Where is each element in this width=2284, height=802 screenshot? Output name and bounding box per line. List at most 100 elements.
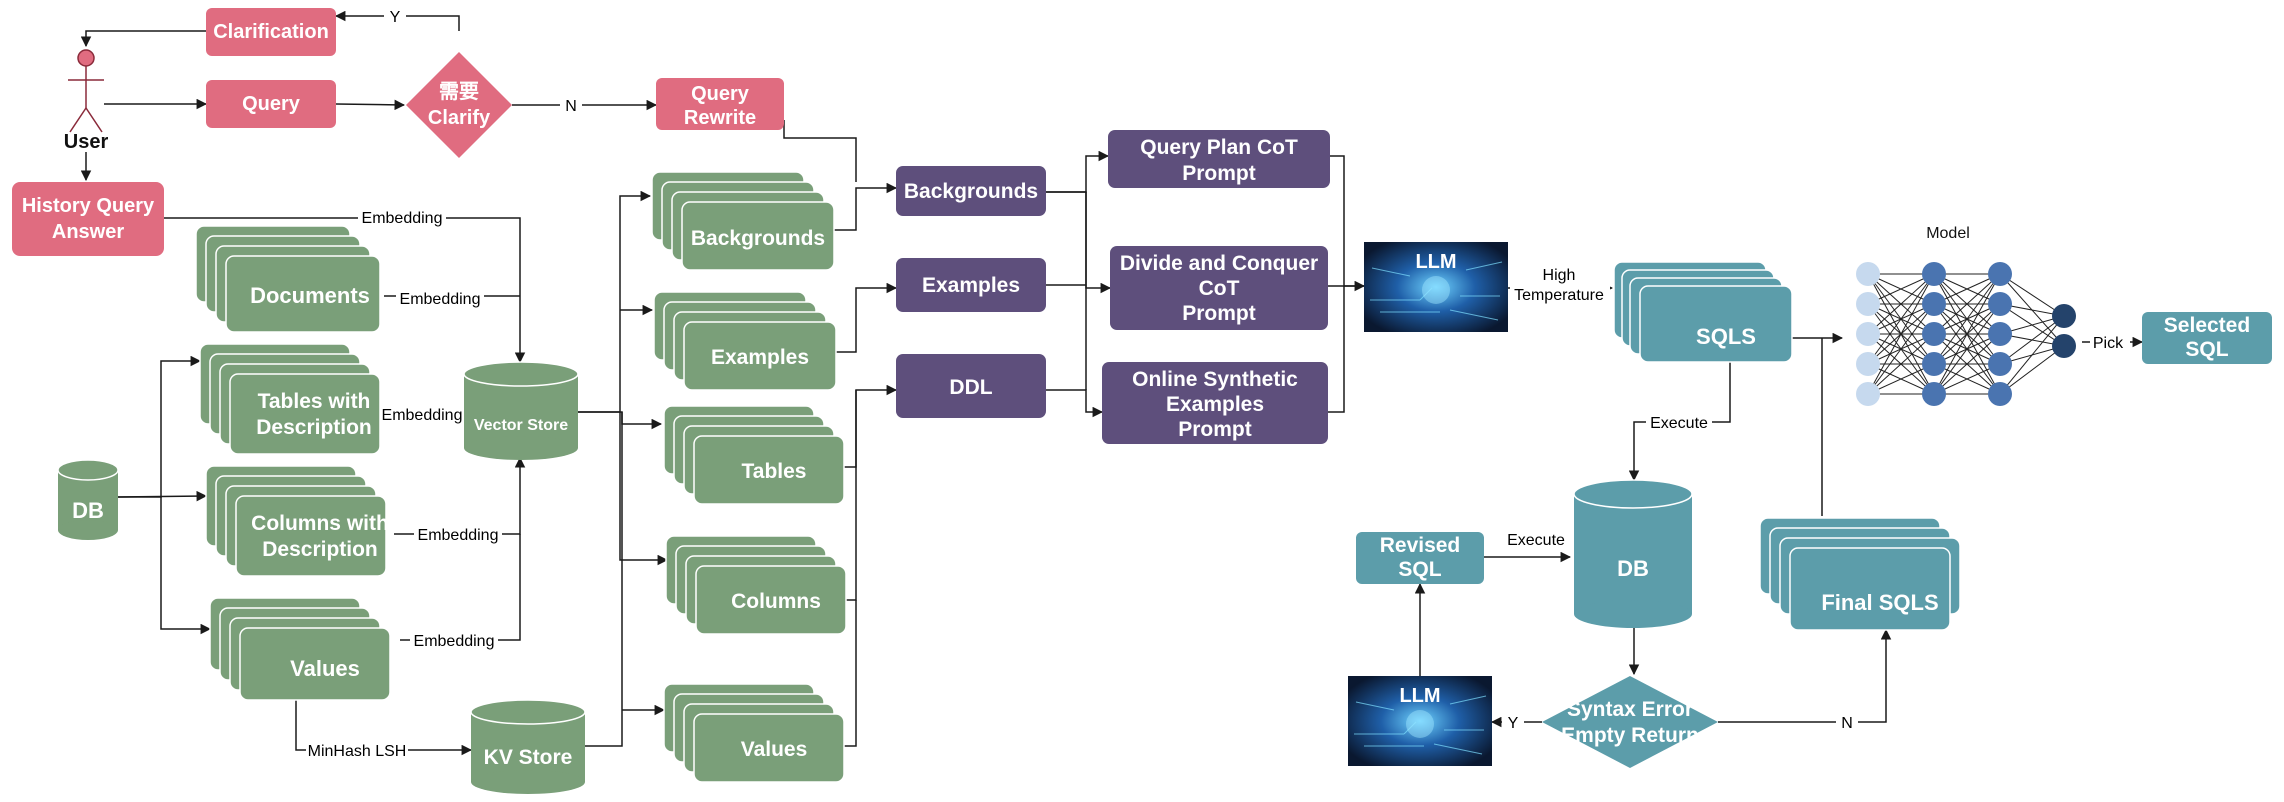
kv-store-cylinder: KV Store	[470, 699, 586, 794]
llm-chip-main: LLM	[1364, 242, 1508, 332]
pink-query-rewrite: Query Rewrite	[656, 78, 784, 130]
edge-bg-to-divide	[1046, 191, 1112, 294]
edge-db-to-columns	[117, 490, 208, 502]
nn-connection	[1867, 363, 1935, 395]
nn-neuron	[1988, 262, 2012, 286]
nn-neuron	[1922, 352, 1946, 376]
svg-text:Query Plan CoT: Query Plan CoT	[1140, 136, 1298, 159]
svg-text:Answer: Answer	[52, 221, 124, 243]
nn-connection	[1867, 273, 1935, 365]
svg-text:Backgrounds: Backgrounds	[691, 227, 825, 250]
label-clarify-no: N	[565, 98, 577, 115]
label-minhash: MinHash LSH	[308, 743, 407, 760]
edge-kv-up	[585, 412, 623, 747]
nn-connection	[1933, 273, 2001, 365]
pink-query: Query	[206, 80, 336, 128]
svg-text:KV Store: KV Store	[484, 746, 573, 769]
nn-connection	[1933, 333, 2001, 395]
edge-vs-to-backgrounds	[578, 190, 652, 413]
edge-clarification-to-user	[80, 30, 206, 48]
nn-connection	[1933, 273, 2001, 335]
edge-values-to-ddl	[844, 600, 857, 747]
label-revised-execute: Execute	[1507, 532, 1565, 549]
nn-connection	[1933, 273, 2001, 305]
prompt-query-plan: Query Plan CoT Prompt	[1108, 130, 1330, 188]
edge-columns-embedding	[394, 456, 526, 535]
nn-connection	[1867, 333, 1935, 395]
svg-text:LLM: LLM	[1415, 251, 1456, 273]
context-ddl: DDL	[896, 354, 1046, 418]
nn-connection	[1999, 345, 2065, 395]
svg-text:CoT: CoT	[1199, 277, 1240, 300]
nn-connection	[1867, 273, 1935, 395]
svg-text:Online Synthetic: Online Synthetic	[1132, 368, 1298, 391]
svg-text:Divide and Conquer: Divide and Conquer	[1120, 252, 1318, 275]
nn-connection	[1867, 303, 1935, 395]
nn-neuron	[1856, 352, 1880, 376]
edge-db-to-tables	[118, 355, 202, 498]
svg-text:Final SQLS: Final SQLS	[1821, 590, 1938, 615]
retrieved-columns: Columns	[665, 535, 847, 635]
retrieved-tables: Tables	[663, 405, 845, 505]
user-label: User	[64, 131, 109, 153]
svg-text:Examples: Examples	[711, 346, 809, 369]
svg-text:LLM: LLM	[1399, 685, 1440, 707]
nn-neuron	[1856, 382, 1880, 406]
final-sqls-stack: Final SQLS	[1759, 517, 1961, 631]
source-documents: Documents	[195, 225, 381, 333]
svg-text:Tables: Tables	[742, 460, 807, 483]
nn-neuron	[1856, 262, 1880, 286]
svg-text:Empty Return: Empty Return	[1561, 724, 1699, 747]
label-clarify-yes: Y	[390, 9, 401, 26]
llm-chip-revise: LLM	[1348, 676, 1492, 766]
edge-check-no	[1718, 628, 1892, 723]
edge-rewrite-down	[783, 120, 857, 182]
svg-text:DB: DB	[72, 498, 104, 523]
label-history-embedding: Embedding	[362, 210, 443, 227]
pink-clarification: Clarification	[206, 8, 336, 56]
retrieved-values: Values	[663, 683, 845, 783]
nn-connection	[1933, 273, 2001, 395]
label-tables-embedding: Embedding	[382, 407, 463, 424]
svg-text:需要: 需要	[439, 80, 479, 103]
edge-examples-merge	[836, 282, 898, 353]
source-values: Values	[209, 597, 391, 701]
source-db-cylinder: DB	[57, 459, 119, 540]
svg-text:Prompt: Prompt	[1178, 418, 1252, 441]
source-tables: Tables with Description	[199, 343, 381, 455]
svg-text:Prompt: Prompt	[1182, 162, 1256, 185]
label-sqls-execute: Execute	[1650, 415, 1708, 432]
nn-neuron	[1988, 322, 2012, 346]
syntax-error-decision: Syntax Error Empty Return	[1542, 676, 1718, 768]
svg-text:Documents: Documents	[250, 283, 370, 308]
label-high-temperature-2: Temperature	[1514, 287, 1604, 304]
vector-store-cylinder: Vector Store	[463, 361, 579, 460]
edge-backgrounds-merge	[834, 182, 898, 231]
brain-icon	[1406, 710, 1434, 738]
edge-online-to-llm	[1328, 286, 1345, 413]
svg-text:SQL: SQL	[2185, 338, 2228, 361]
model-network	[1856, 262, 2076, 406]
edge-tables-to-ddl	[844, 384, 898, 468]
retrieved-examples: Examples	[653, 291, 837, 391]
nn-neuron	[2052, 334, 2076, 358]
svg-text:Examples: Examples	[922, 274, 1020, 297]
nn-connection	[1933, 303, 2001, 395]
nn-neuron	[1922, 262, 1946, 286]
svg-text:DDL: DDL	[949, 376, 992, 399]
nn-neuron	[1922, 382, 1946, 406]
svg-text:Columns: Columns	[731, 590, 821, 613]
edge-values-embedding	[400, 534, 521, 641]
nn-neuron	[1988, 382, 2012, 406]
exec-db-cylinder: DB	[1573, 479, 1693, 628]
edge-db-to-values	[160, 497, 212, 635]
nn-neuron	[1856, 322, 1880, 346]
user-actor: User	[64, 49, 109, 153]
nn-connection	[1999, 315, 2065, 365]
svg-text:Revised: Revised	[1380, 534, 1461, 557]
selected-sql: Selected SQL	[2142, 312, 2272, 364]
label-check-yes: Y	[1508, 715, 1519, 732]
svg-text:Query: Query	[691, 83, 750, 105]
svg-text:SQLS: SQLS	[1696, 324, 1756, 349]
